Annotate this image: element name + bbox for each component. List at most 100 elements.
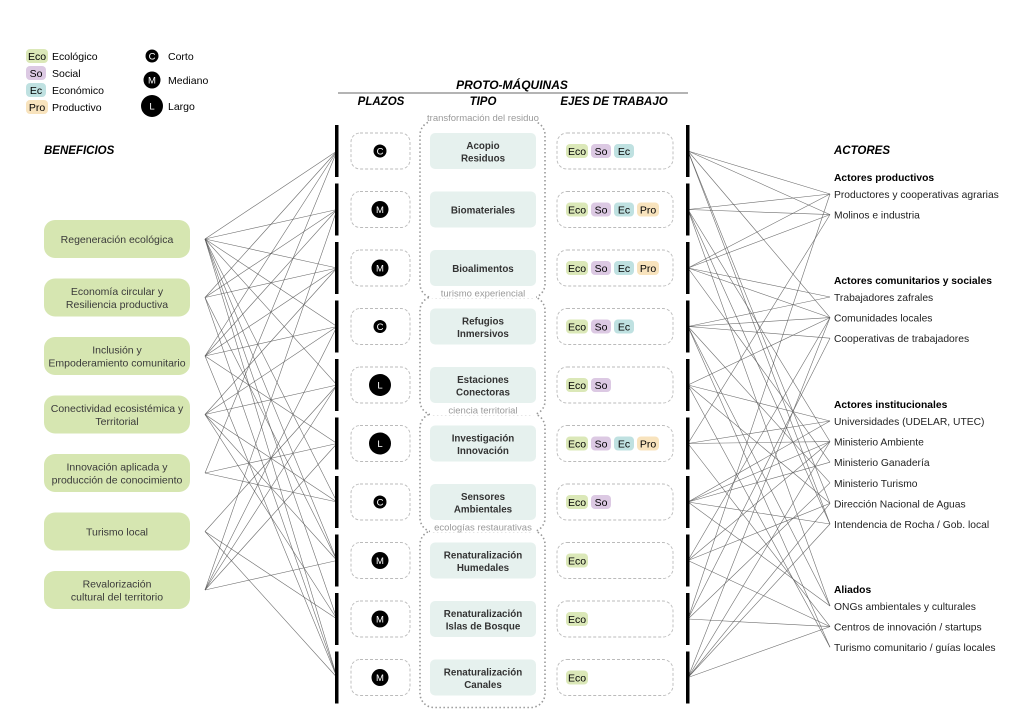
plazo-box xyxy=(350,249,411,287)
legend-label: Ecológico xyxy=(52,51,98,63)
ejes-box xyxy=(556,425,674,462)
left-bar xyxy=(335,359,339,411)
eje-tag-label: So xyxy=(595,439,608,451)
eje-tag-so xyxy=(591,319,611,334)
link-line-right xyxy=(687,338,831,620)
plazo-code: M xyxy=(376,615,384,626)
tipo-box xyxy=(430,659,536,696)
eje-tag-eco xyxy=(566,670,588,685)
legend-plazo-code: C xyxy=(149,52,156,63)
tipo-label: Conectoras xyxy=(456,387,510,398)
link-line-left xyxy=(204,238,338,386)
eje-tag-label: Pro xyxy=(640,439,657,451)
link-line-right xyxy=(687,317,831,561)
tipo-label: Bioalimentos xyxy=(452,264,514,275)
link-line-left xyxy=(204,238,338,269)
legend-label: Social xyxy=(52,68,81,80)
link-line-right xyxy=(687,326,831,648)
actor-item: Centros de innovación / startups xyxy=(834,623,982,634)
beneficio-box xyxy=(44,454,190,492)
tipo-label: Renaturalización xyxy=(444,550,522,561)
legend-plazo-c-icon xyxy=(145,49,159,63)
eje-tag-ec xyxy=(614,436,634,451)
tipo-label: Residuos xyxy=(461,153,506,164)
eje-tag-eco xyxy=(566,378,588,392)
ejes-box xyxy=(556,249,674,287)
plazo-code: M xyxy=(376,673,384,684)
link-line-right xyxy=(687,420,831,444)
link-line-right xyxy=(687,441,831,678)
tipo-label: Refugios xyxy=(462,316,504,327)
beneficio-label: Innovación aplicada y xyxy=(67,462,169,474)
link-line-left xyxy=(204,326,338,357)
plazo-box xyxy=(350,191,411,228)
legend-plazo-code: M xyxy=(148,76,156,87)
tipo-group-label-bg xyxy=(430,404,536,416)
tipo-label: Sensores xyxy=(461,492,506,503)
beneficio-label: Empoderamiento comunitario xyxy=(48,358,185,370)
ejes-box xyxy=(556,483,674,521)
eje-tag-eco xyxy=(566,436,588,451)
link-line-right xyxy=(687,193,831,269)
actor-item: Dirección Nacional de Aguas xyxy=(834,499,966,510)
tipo-box xyxy=(430,250,536,286)
legend-code: So xyxy=(30,68,43,80)
link-line-right xyxy=(687,214,831,444)
beneficio-label: cultural del territorio xyxy=(71,592,163,604)
link-line-right xyxy=(687,443,831,627)
eje-tag-label: So xyxy=(595,322,608,334)
plazo-box xyxy=(350,600,411,638)
actor-group-title: Actores institucionales xyxy=(834,400,948,411)
link-line-left xyxy=(204,297,338,678)
actor-item: Cooperativas de trabajadores xyxy=(834,334,969,345)
link-line-right xyxy=(687,503,831,561)
plazo-code: L xyxy=(377,381,382,392)
plazo-box xyxy=(350,659,411,696)
tipo-group-label-bg xyxy=(430,112,536,123)
eje-tag-eco xyxy=(566,261,588,275)
link-line-right xyxy=(687,150,831,195)
right-bar xyxy=(686,242,690,294)
link-line-right xyxy=(687,296,831,327)
plazo-code: C xyxy=(377,322,384,333)
ejes-box xyxy=(556,659,674,696)
link-line-right xyxy=(687,441,831,444)
link-line-right xyxy=(687,209,831,215)
tipo-group-label-bg xyxy=(430,521,536,533)
tipo-group-label: ecologías restaurativas xyxy=(434,523,532,534)
link-line-right xyxy=(687,461,831,503)
actor-item: Comunidades locales xyxy=(834,314,932,325)
eje-tag-so xyxy=(591,378,611,392)
legend-label: Económico xyxy=(52,85,104,97)
tipo-box xyxy=(430,191,536,228)
link-line-right xyxy=(687,267,831,463)
link-line-right xyxy=(687,384,831,648)
actor-item: Molinos e industria xyxy=(834,211,920,222)
eje-tag-label: Ec xyxy=(618,205,630,217)
beneficio-label: Territorial xyxy=(95,416,138,428)
plazo-box xyxy=(350,542,411,579)
link-line-right xyxy=(687,150,831,504)
legend-plazo-code: L xyxy=(149,102,154,113)
ejes-header: EJES DE TRABAJO xyxy=(560,96,667,108)
link-line-right xyxy=(687,209,831,442)
eje-tag-label: Eco xyxy=(568,380,586,392)
legend-swatch-pro xyxy=(26,100,48,114)
actor-item: Ministerio Ambiente xyxy=(834,438,924,449)
eje-tag-label: So xyxy=(595,497,608,509)
eje-tag-label: Eco xyxy=(568,497,586,509)
link-line-right xyxy=(687,150,831,318)
tipo-group-label: transformación del residuo xyxy=(427,113,539,124)
eje-tag-so xyxy=(591,144,611,158)
link-line-right xyxy=(687,523,831,678)
link-line-right xyxy=(687,626,831,678)
right-bar xyxy=(686,300,690,353)
tipo-group-label-bg xyxy=(430,287,536,299)
actor-item: Turismo comunitario / guías locales xyxy=(834,643,996,654)
